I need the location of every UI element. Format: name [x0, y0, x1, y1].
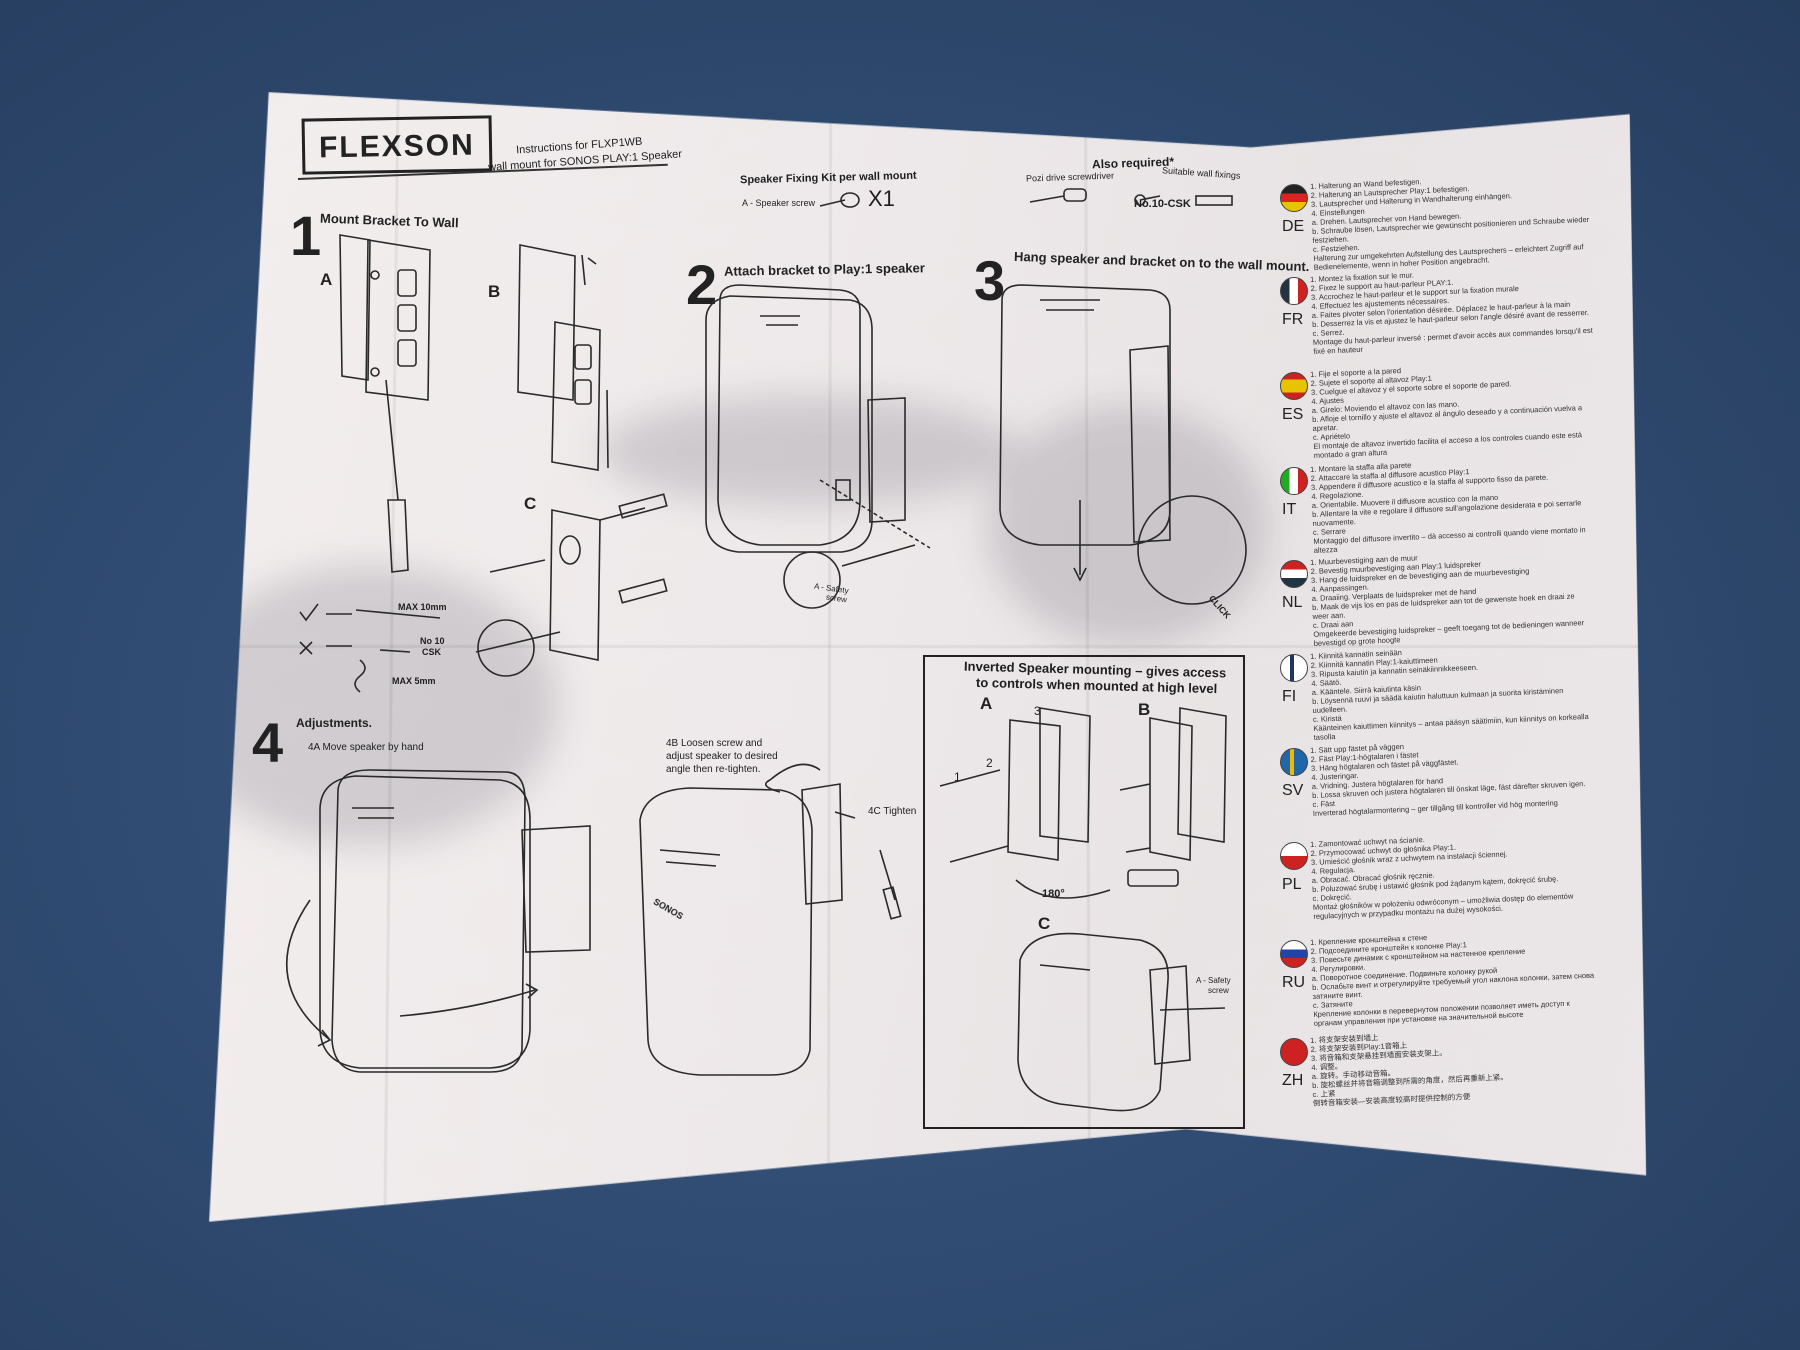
swedish-flag-icon	[1280, 748, 1308, 776]
spanish-flag-icon	[1280, 372, 1308, 400]
step4b-line2: adjust speaker to desired	[666, 751, 778, 762]
bracket-drawing-b	[517, 244, 609, 471]
tool-csk-label: No.10-CSK	[1134, 198, 1191, 210]
speaker-drawing-step4a	[285, 769, 591, 1073]
bracket-drawing-c	[475, 493, 668, 677]
lang-text: 1. Zamontować uchwyt na ścianie. 2. Przy…	[1310, 834, 1574, 921]
lang-code: SV	[1282, 782, 1304, 799]
step4-number: 4	[252, 711, 284, 774]
lang-code: PL	[1282, 876, 1302, 893]
step1-label-b: B	[488, 282, 501, 301]
inverted-mounting-panel	[923, 655, 1245, 1129]
lang-text: 1. Kiinnitä kannatin seinään 2. Kiinnitä…	[1310, 647, 1589, 742]
step3-number: 3	[974, 249, 1006, 312]
step2-number: 2	[686, 253, 718, 316]
csk-label: CSK	[422, 647, 442, 657]
kit-item: A - Speaker screw	[742, 198, 816, 208]
inverted-safety-2: screw	[1208, 986, 1229, 995]
lang-code: FR	[1282, 311, 1304, 328]
inverted-num-2: 2	[986, 756, 993, 770]
inverted-num-3: 3	[1034, 704, 1041, 718]
lang-code: IT	[1282, 501, 1297, 518]
lang-code: DE	[1282, 218, 1305, 235]
screw-size-diagram	[299, 603, 441, 693]
kit-qty: X1	[868, 186, 895, 211]
lang-code: FI	[1282, 688, 1297, 705]
lang-text: 1. Muurbevestiging aan de muur 2. Bevest…	[1310, 553, 1585, 648]
lang-text: 1. Halterung an Wand befestigen. 2. Halt…	[1310, 177, 1590, 272]
french-flag-icon	[1280, 277, 1308, 305]
lang-text: 1. Sätt upp fästet på väggen 2. Fäst Pla…	[1310, 741, 1586, 818]
inverted-speaker-c	[1017, 932, 1226, 1112]
russian-flag-icon	[1280, 940, 1308, 968]
speaker-drawing-step2	[705, 284, 931, 609]
chinese-flag-icon	[1280, 1038, 1308, 1066]
inverted-safety-1: A - Safety	[1196, 976, 1231, 985]
step1-number: 1	[290, 204, 322, 267]
lang-code: ES	[1282, 406, 1304, 423]
lang-text: 1. Montare la staffa alla parete 2. Atta…	[1310, 460, 1586, 555]
inverted-bracket-b	[1119, 707, 1227, 887]
lang-code: ZH	[1282, 1072, 1304, 1089]
italian-flag-icon	[1280, 467, 1308, 495]
speaker-drawing-step3	[999, 284, 1247, 605]
lang-text: 1. Fije el soporte a la pared 2. Sujete …	[1310, 366, 1583, 460]
finnish-flag-icon	[1280, 654, 1308, 682]
step1-label-a: A	[320, 270, 333, 289]
step4a-label: 4A Move speaker by hand	[308, 742, 424, 753]
dutch-flag-icon	[1280, 560, 1308, 588]
inverted-label-b: B	[1138, 700, 1151, 719]
lang-text: 1. Крепление кронштейна к стене 2. Подсо…	[1310, 932, 1595, 1028]
step1-label-c: C	[524, 494, 537, 513]
no10-label: No 10	[420, 636, 445, 646]
max-10mm-label: MAX 10mm	[398, 602, 447, 612]
step4b-line1: 4B Loosen screw and	[666, 738, 763, 749]
inverted-bracket-a	[939, 707, 1111, 899]
inverted-num-1: 1	[954, 770, 961, 784]
speaker-screw-icon	[819, 192, 860, 208]
inverted-label-c: C	[1038, 914, 1051, 933]
bracket-drawing-a	[339, 234, 431, 573]
step4-title: Adjustments.	[296, 716, 373, 730]
polish-flag-icon	[1280, 842, 1308, 870]
lang-code: RU	[1282, 974, 1306, 991]
lang-text: 1. Montez la fixation sur le mur. 2. Fix…	[1310, 270, 1593, 356]
inverted-label-a: A	[980, 694, 993, 713]
screwdriver-icon	[1029, 188, 1087, 203]
lang-code: NL	[1282, 594, 1303, 611]
max-5mm-label: MAX 5mm	[392, 676, 436, 686]
step4c-label: 4C Tighten	[868, 806, 917, 817]
speaker-drawing-step4b	[639, 763, 902, 1076]
step4b-line3: angle then re-tighten.	[666, 764, 761, 775]
german-flag-icon	[1280, 184, 1308, 212]
lang-text: 1. 将支架安装到墙上 2. 将支架安装到Play:1音箱上 3. 将音箱和支架…	[1310, 1033, 1509, 1108]
wall-plug-icon	[1134, 194, 1233, 206]
